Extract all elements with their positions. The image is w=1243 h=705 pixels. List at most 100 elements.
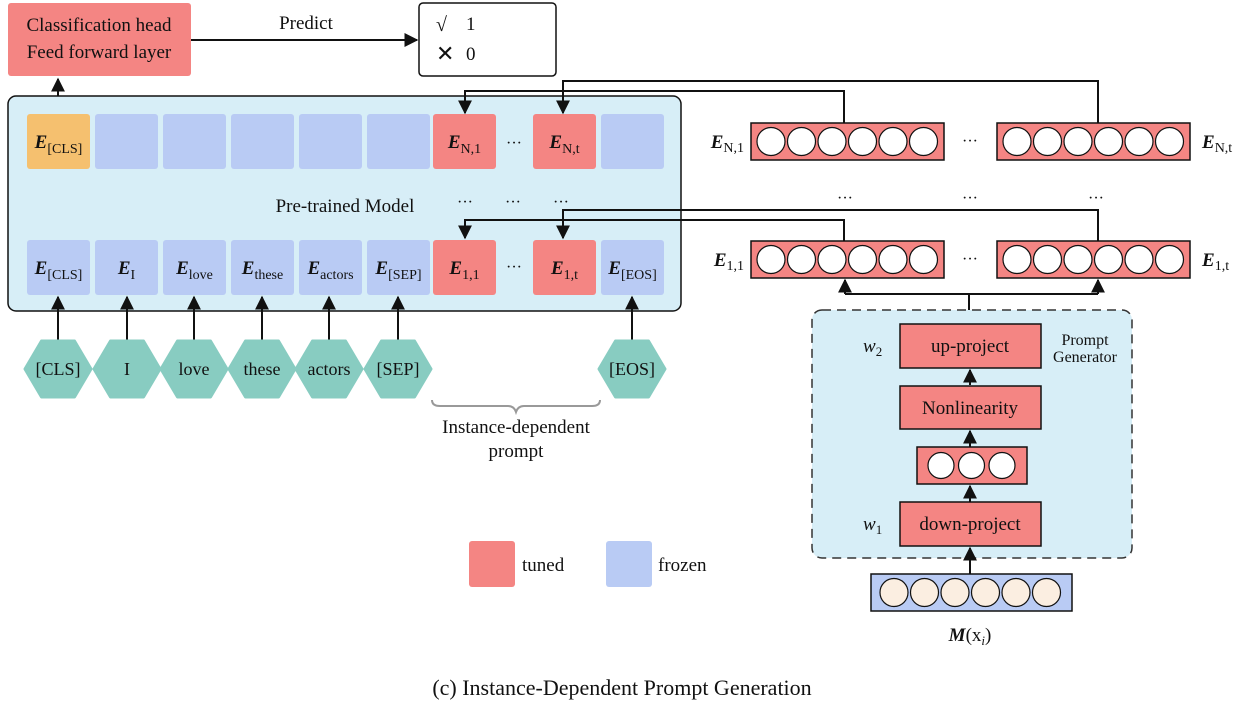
connector-lines <box>458 80 1099 241</box>
vector-ellipsis-bottom: ··· <box>962 251 978 268</box>
token-label: [SEP] <box>376 359 419 379</box>
up-project-box <box>899 323 1042 369</box>
vector-label: EN,1 <box>710 132 744 156</box>
vector-top-left: EN,1 <box>710 122 945 161</box>
output-box: √ 1 ✕ 0 <box>418 2 557 77</box>
vector-unit <box>786 244 817 275</box>
token-label: love <box>179 359 210 379</box>
top-row-cell <box>601 114 664 169</box>
hidden-unit <box>957 451 986 480</box>
layer-ellipsis-1: ··· <box>837 190 853 207</box>
legend-label-tuned: tuned <box>522 555 565 576</box>
bottom-row-ellipsis: ··· <box>506 259 522 276</box>
vector-label: E1,t <box>1201 250 1229 274</box>
head-line1: Classification head <box>26 15 172 36</box>
bottom-row-cell-label: E1,t <box>550 258 578 283</box>
top-row-cell <box>163 114 226 169</box>
vector-unit <box>847 126 878 157</box>
vector-unit <box>786 126 817 157</box>
top-row-cell: EN,t <box>533 114 596 169</box>
nonlinearity-label: Nonlinearity <box>922 398 1019 419</box>
model-ellipsis-2: ··· <box>505 194 521 211</box>
down-project-label: down-project <box>919 514 1021 535</box>
top-row-cell: E[CLS] <box>27 114 90 169</box>
hidden-unit <box>988 451 1016 480</box>
figure-caption: (c) Instance-Dependent Prompt Generation <box>432 675 811 700</box>
token-hexagon <box>23 339 93 399</box>
top-row-ellipsis: ··· <box>506 135 522 152</box>
bottom-row-cell: Eactors <box>299 240 362 295</box>
vector-unit <box>1093 126 1124 157</box>
model-top-row: E[CLS] EN,1 EN,t <box>27 114 664 169</box>
legend-swatch-frozen <box>606 541 652 587</box>
w2-label: w2 <box>863 336 882 359</box>
vector-unit <box>847 244 878 275</box>
vector-unit <box>1124 244 1154 275</box>
token-hexagon <box>597 339 667 399</box>
top-row-cell-label: EN,t <box>548 132 579 157</box>
bottom-row-cell-label: E[EOS] <box>607 258 656 283</box>
vector-unit <box>1002 126 1032 157</box>
vector-label: EN,t <box>1201 132 1232 156</box>
vector-unit <box>908 244 939 275</box>
generator-title-line1: Prompt <box>1061 332 1109 349</box>
bottom-row-cell: EI <box>95 240 158 295</box>
model-ellipsis-1: ··· <box>457 194 473 211</box>
head-line2: Feed forward layer <box>27 42 172 63</box>
vector-unit <box>1032 244 1063 275</box>
top-row-cell-label: E[CLS] <box>34 132 83 157</box>
vector-bottom-right: E1,t <box>996 240 1229 279</box>
token-0: [CLS] <box>23 295 93 399</box>
bottom-row-cell-label: EI <box>117 258 136 283</box>
layer-ellipsis-2: ··· <box>962 190 978 207</box>
input-representation-units <box>879 577 1062 608</box>
generator-title-line2: Generator <box>1053 349 1118 366</box>
vector-unit <box>1002 244 1032 275</box>
input-unit <box>1031 577 1062 608</box>
vector-unit <box>1032 126 1063 157</box>
vector-unit <box>817 126 847 157</box>
bottom-row-cell-label: E[SEP] <box>374 258 421 283</box>
bottom-row-cell: E1,1 <box>433 240 496 295</box>
top-left-connector <box>458 90 845 123</box>
hidden-vector-units <box>927 451 1016 480</box>
vector-unit <box>1124 126 1154 157</box>
output-yes-value: 1 <box>466 14 476 35</box>
top-row-cell <box>367 114 430 169</box>
top-row-cell: EN,1 <box>433 114 496 169</box>
token-label: actors <box>308 359 351 379</box>
vector-unit <box>1154 244 1185 275</box>
legend: tuned frozen <box>469 541 707 587</box>
prompt-brace <box>431 399 601 416</box>
vector-ellipsis-top: ··· <box>962 133 978 150</box>
bottom-row-cell: E1,t <box>533 240 596 295</box>
vector-unit <box>817 244 847 275</box>
vector-unit <box>1063 244 1093 275</box>
layer-ellipsis-3: ··· <box>1088 190 1104 207</box>
cross-icon: ✕ <box>436 41 454 66</box>
token-hexagon <box>363 339 433 399</box>
vector-unit <box>878 126 908 157</box>
token-hexagon <box>294 339 364 399</box>
down-project-box <box>899 501 1042 547</box>
top-row-cell <box>299 114 362 169</box>
pretrained-model-label: Pre-trained Model <box>276 196 415 217</box>
vector-bottom-left: E1,1 <box>713 240 945 279</box>
token-6: [EOS] <box>597 295 667 399</box>
top-row-cell <box>231 114 294 169</box>
vector-unit <box>756 126 786 157</box>
bottom-row-cell-label: Elove <box>175 258 213 283</box>
vector-unit <box>1093 244 1124 275</box>
vector-unit <box>878 244 908 275</box>
bottom-row-cell: E[CLS] <box>27 240 90 295</box>
prompt-vectors: EN,1 EN,tE1,1 E1,t <box>710 122 1232 279</box>
top-row-cell-label: EN,1 <box>447 132 481 157</box>
vector-top-right: EN,t <box>996 122 1232 161</box>
check-icon: √ <box>436 14 447 36</box>
vector-unit <box>908 126 939 157</box>
token-4: actors <box>294 295 364 399</box>
output-no-value: 0 <box>466 44 476 65</box>
w1-label: w1 <box>863 514 882 537</box>
